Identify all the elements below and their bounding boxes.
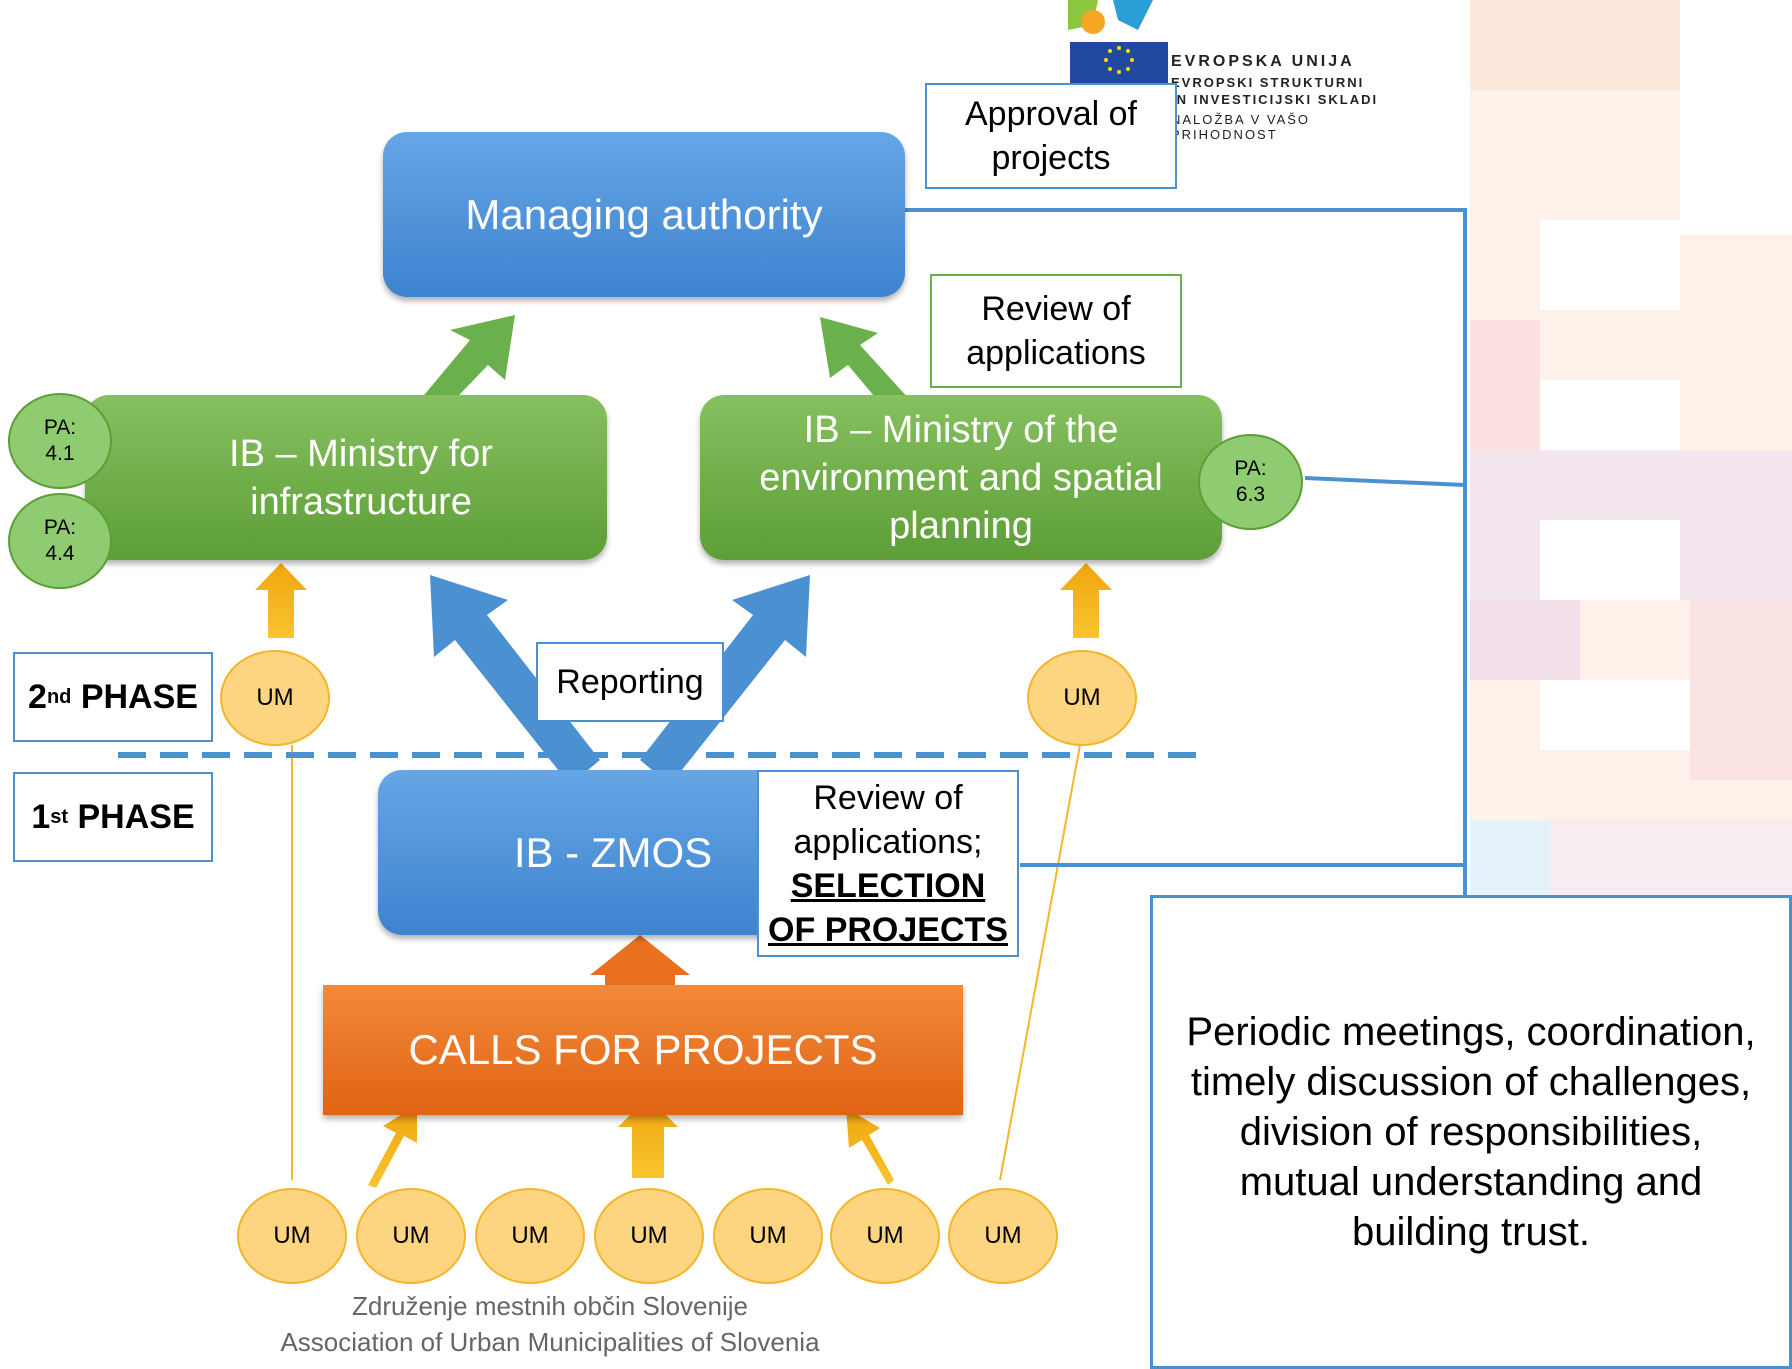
um-circle-right-top: UM [1027,650,1137,746]
coordination-text: Periodic meetings, coordination, timely … [1186,1010,1756,1254]
second-phase-text: PHASE [71,677,198,716]
footer-line1: Združenje mestnih občin Slovenije [352,1291,748,1321]
coordination-box: Periodic meetings, coordination, timely … [1150,895,1792,1369]
um-circle-bottom-7: UM [948,1188,1058,1284]
first-phase-text: PHASE [68,797,195,836]
selection-line1: SELECTION [790,866,986,905]
um-label: UM [984,1222,1022,1249]
um-circle-bottom-3: UM [475,1188,585,1284]
approval-note: Approval of projects [925,83,1177,189]
ib-infrastructure-box: IB – Ministry for infrastructure [85,395,607,560]
second-phase-num: 2 [28,677,47,716]
um-circle-bottom-2: UM [356,1188,466,1284]
pa-6-3-label: PA: [1234,457,1267,480]
um-label: UM [256,684,294,711]
first-phase-sup: st [50,805,69,828]
um-label: UM [630,1222,668,1249]
review-selection-note: Review of applications; SELECTION OF PRO… [757,770,1019,957]
footer-line2: Association of Urban Municipalities of S… [280,1327,820,1357]
ib-infrastructure-label: IB – Ministry for infrastructure [229,432,493,523]
approval-note-text: Approval of projects [965,95,1137,177]
review-top-note-text: Review of applications [966,290,1146,372]
first-phase-num: 1 [31,797,51,836]
managing-authority-label: Managing authority [465,190,823,238]
eu-logo-line1: EVROPSKA UNIJA [1171,53,1355,70]
um-label: UM [273,1222,311,1249]
um-circle-bottom-6: UM [830,1188,940,1284]
calls-for-projects-box: CALLS FOR PROJECTS [323,985,963,1115]
eu-logo-line3: IN INVESTICIJSKI SKLADI [1171,92,1379,107]
um-circle-left-top: UM [220,650,330,746]
eu-logo-line4: NALOŽBA V VAŠO PRIHODNOST [1171,112,1311,142]
um-circle-bottom-4: UM [594,1188,704,1284]
pa-4-4-value: 4.4 [45,542,75,565]
um-circle-bottom-5: UM [713,1188,823,1284]
pa-4-4-circle: PA: 4.4 [8,493,112,589]
pa-4-4-label: PA: [43,516,77,539]
um-label: UM [511,1222,549,1249]
um-circle-bottom-1: UM [237,1188,347,1284]
footer: Združenje mestnih občin Slovenije Associ… [220,1288,880,1360]
reporting-note: Reporting [536,642,724,722]
pa-6-3-circle: PA: 6.3 [1198,434,1303,530]
second-phase-sup: nd [46,685,72,708]
calls-for-projects-label: CALLS FOR PROJECTS [408,1026,878,1073]
um-label: UM [749,1222,787,1249]
eu-logo: EVROPSKA UNIJA EVROPSKI STRUKTURNI IN IN… [1068,0,1418,142]
pa-4-1-label: PA: [43,416,77,439]
ib-zmos-label: IB - ZMOS [513,828,713,876]
eu-flag-icon [1068,0,1168,86]
um-label: UM [866,1222,904,1249]
um-label: UM [392,1222,430,1249]
ib-environment-box: IB – Ministry of the environment and spa… [700,395,1222,560]
eu-logo-line2: EVROPSKI STRUKTURNI [1171,75,1365,90]
reporting-note-text: Reporting [556,663,704,701]
review-top-note: Review of applications [930,274,1182,388]
pa-4-1-value: 4.1 [45,442,75,465]
um-label: UM [1063,684,1101,711]
selection-line2: OF PROJECTS [768,910,1008,949]
managing-authority-box: Managing authority [383,132,905,297]
pa-4-1-circle: PA: 4.1 [8,393,112,489]
review-bottom-note-text: Review of applications; [793,778,983,861]
ib-environment-label: IB – Ministry of the environment and spa… [759,408,1163,547]
pa-6-3-value: 6.3 [1235,483,1266,506]
